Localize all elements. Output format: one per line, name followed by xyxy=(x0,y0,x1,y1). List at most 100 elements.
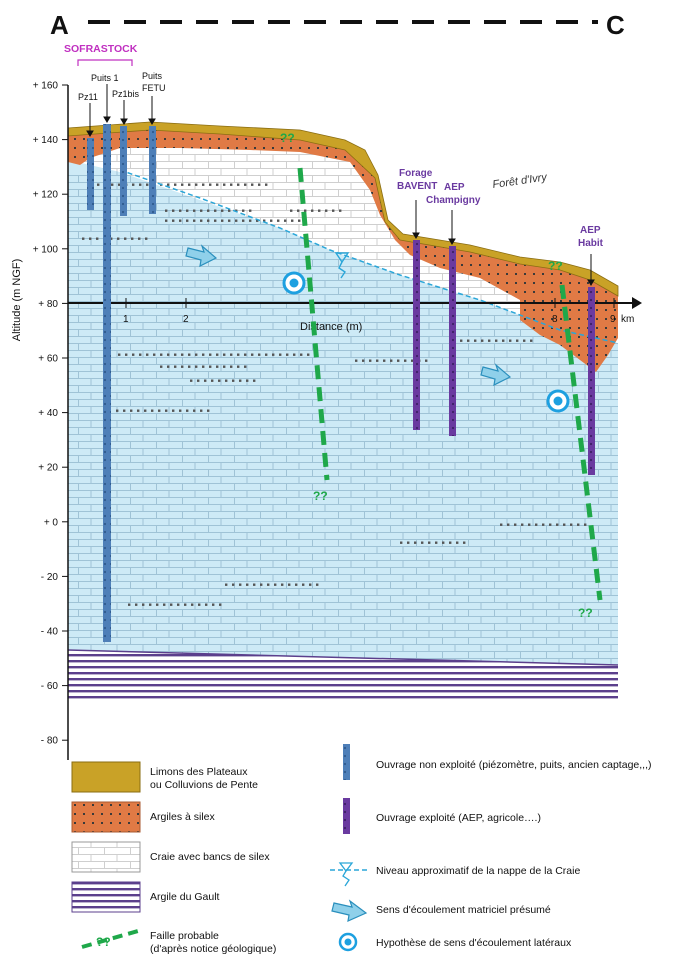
silex-dot xyxy=(442,541,445,544)
silex-dot xyxy=(260,583,263,586)
silex-dot xyxy=(144,409,147,412)
fault-2 xyxy=(559,284,603,601)
well-label-aep-hab-1: AEP xyxy=(580,225,601,236)
legend-swatch-argiles xyxy=(71,801,141,833)
well-label-puits-fetu-2: FETU xyxy=(142,83,166,93)
x-tick-8: 8 xyxy=(552,314,558,325)
silex-dot xyxy=(556,523,559,526)
fault-2-bottom-q: ?? xyxy=(578,606,593,620)
silex-dot xyxy=(204,379,207,382)
silex-dot xyxy=(277,219,280,222)
silex-dot xyxy=(110,237,113,240)
silex-dot xyxy=(302,583,305,586)
silex-dot xyxy=(195,365,198,368)
silex-dot xyxy=(295,583,298,586)
legend-hypothese: Hypothèse de sens d'écoulement latéraux xyxy=(376,937,572,949)
silex-dot xyxy=(202,365,205,368)
silex-dot xyxy=(212,603,215,606)
silex-dot xyxy=(216,353,219,356)
silex-dot xyxy=(249,209,252,212)
silex-dot xyxy=(174,365,177,368)
silex-dot xyxy=(167,183,170,186)
silex-dot xyxy=(239,379,242,382)
silex-dot xyxy=(165,209,168,212)
silex-dot xyxy=(230,183,233,186)
legend-craie: Craie avec bancs de silex xyxy=(150,851,270,863)
x-axis-arrow xyxy=(632,297,642,309)
silex-dot xyxy=(244,353,247,356)
silex-dot xyxy=(223,353,226,356)
silex-dot xyxy=(124,237,127,240)
silex-dot xyxy=(428,541,431,544)
silex-dot xyxy=(318,209,321,212)
silex-dot xyxy=(235,209,238,212)
y-ticks: + 160+ 140+ 120+ 100+ 80+ 60+ 40+ 20+ 0-… xyxy=(33,81,68,747)
silex-dot xyxy=(191,603,194,606)
silex-dot xyxy=(230,353,233,356)
silex-dot xyxy=(216,183,219,186)
silex-dot xyxy=(232,379,235,382)
legend-swatch-faille xyxy=(81,929,139,949)
silex-dot xyxy=(135,603,138,606)
silex-dot xyxy=(186,409,189,412)
silex-dot xyxy=(316,583,319,586)
silex-dot xyxy=(202,183,205,186)
faults: ?? ?? ?? ?? xyxy=(280,131,603,620)
silex-dot xyxy=(286,353,289,356)
silex-dot xyxy=(211,379,214,382)
silex-dot xyxy=(149,603,152,606)
legend-gault: Argile du Gault xyxy=(150,891,220,903)
legend-niveau: Niveau approximatif de la nappe de la Cr… xyxy=(376,865,580,877)
silex-dot xyxy=(307,353,310,356)
legend-swatch-craie xyxy=(71,841,141,873)
silex-dot xyxy=(456,541,459,544)
silex-dot xyxy=(414,541,417,544)
silex-dot xyxy=(244,365,247,368)
nappe-line xyxy=(119,169,619,344)
silex-dot xyxy=(530,339,533,342)
silex-dot xyxy=(258,353,261,356)
silex-dot xyxy=(288,583,291,586)
well-label-forage-2: BAVENT xyxy=(397,181,437,192)
silex-dot xyxy=(137,409,140,412)
silex-dot xyxy=(225,583,228,586)
silex-dot xyxy=(202,353,205,356)
silex-dot xyxy=(139,183,142,186)
silex-dot xyxy=(146,353,149,356)
wells-blue xyxy=(87,124,156,642)
silex-dot xyxy=(200,219,203,222)
legend-sens: Sens d'écoulement matriciel présumé xyxy=(376,904,551,916)
silex-dot xyxy=(284,219,287,222)
flow-arrow-1 xyxy=(185,244,218,268)
silex-dot xyxy=(118,183,121,186)
well-label-puits1: Puits 1 xyxy=(91,73,119,83)
silex-dot xyxy=(146,183,149,186)
silex-dot xyxy=(514,523,517,526)
well-pointers xyxy=(86,84,595,286)
silex-dot xyxy=(125,353,128,356)
silex-dot xyxy=(411,359,414,362)
silex-dot xyxy=(253,379,256,382)
silex-dot xyxy=(237,353,240,356)
silex-dot xyxy=(207,409,210,412)
sofrastock-bracket xyxy=(77,59,133,66)
silex-dot xyxy=(376,359,379,362)
x-unit: km xyxy=(621,314,634,325)
silex-dot xyxy=(163,603,166,606)
fault-1-top-q: ?? xyxy=(280,131,295,145)
silex-dot xyxy=(570,523,573,526)
silex-dot xyxy=(507,523,510,526)
silex-dot xyxy=(246,379,249,382)
flow-arrows xyxy=(185,244,512,387)
silex-dot xyxy=(177,603,180,606)
silex-dot xyxy=(153,353,156,356)
well-label-pz11: Pz11 xyxy=(78,92,98,102)
limons-layer xyxy=(67,121,619,297)
legend-swatch-hypothese xyxy=(338,932,358,952)
silex-dot xyxy=(528,523,531,526)
silex-dot xyxy=(205,603,208,606)
silex-dot xyxy=(181,365,184,368)
legend-swatch-ouvrage-exp xyxy=(343,798,350,834)
silex-dot xyxy=(228,219,231,222)
legend: ?? Limons des Plateaux ou Colluvions de … xyxy=(71,744,652,955)
